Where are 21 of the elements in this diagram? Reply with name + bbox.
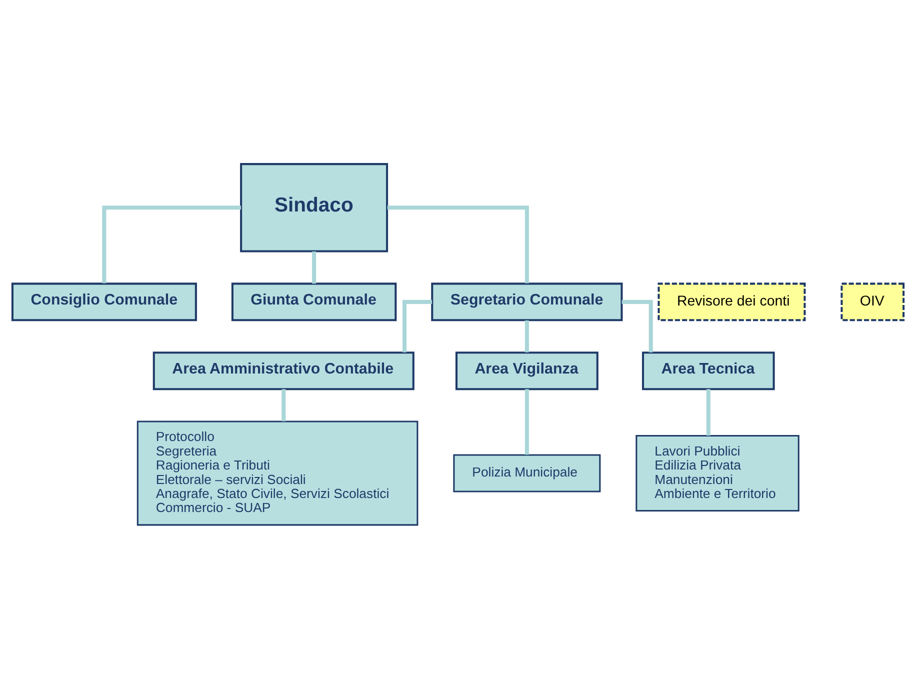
connector xyxy=(706,388,710,436)
connector xyxy=(524,320,529,352)
node-box: Area Vigilanza xyxy=(455,351,598,390)
node-box: OIV xyxy=(840,282,905,321)
node-box: Sindaco xyxy=(240,162,388,252)
node-box: Protocollo Segreteria Ragioneria e Tributi Elettorale – servizi Sociali Anagrafe, Stato Civile, Servizi Scolastici Commercio - SUAP xyxy=(136,420,418,526)
node-box: Lavori Pubblici Edilizia Privata Manutenzioni Ambiente e Territorio xyxy=(636,434,800,512)
node-box: Polizia Municipale xyxy=(453,454,601,492)
node-box: Giunta Comunale xyxy=(231,282,397,321)
connector xyxy=(282,388,286,421)
connector xyxy=(387,205,529,283)
connector xyxy=(402,299,432,352)
connector xyxy=(622,299,653,352)
node-box: Area Tecnica xyxy=(642,351,775,390)
node-box: Segretario Comunale xyxy=(431,282,623,321)
node-box: Consiglio Comunale xyxy=(11,282,197,321)
connector xyxy=(312,250,316,284)
connector xyxy=(524,388,529,454)
node-box: Area Amministrativo Contabile xyxy=(152,351,414,390)
node-box: Revisore dei conti xyxy=(658,282,806,321)
connector xyxy=(102,205,241,283)
